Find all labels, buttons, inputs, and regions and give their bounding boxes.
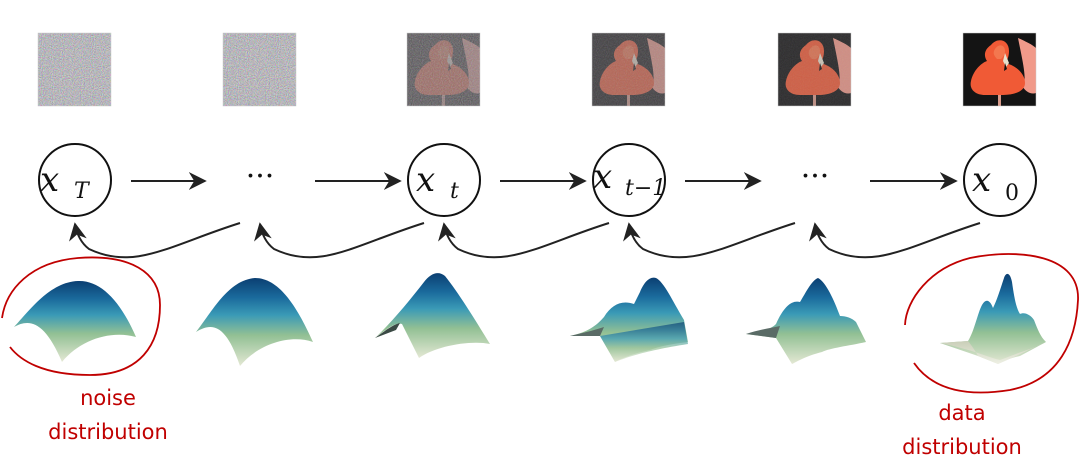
data-label-line2: distribution (902, 435, 1022, 459)
data-distribution-label: data distribution (902, 401, 1022, 459)
noise-distribution-label: noise distribution (48, 386, 168, 444)
surface-dots-1 (196, 278, 313, 366)
backward-arrows (69, 222, 981, 259)
noise-label-line2: distribution (48, 420, 168, 444)
thumbnail-xT (37, 32, 112, 107)
node-x-t: x t (407, 143, 481, 217)
data-distribution-loop (904, 253, 1079, 394)
node-x-t-base: x (416, 160, 435, 200)
thumbnail-dots2 (777, 32, 852, 107)
data-label-line1: data (938, 401, 985, 425)
node-x-0: x 0 (963, 143, 1037, 217)
node-x-T-subscript: T (74, 179, 91, 204)
backward-arrow-dots1-to-xT (69, 222, 241, 259)
node-x-T-base: x (40, 160, 59, 200)
ellipsis-1: ··· (246, 159, 275, 194)
surface-x-T (14, 280, 136, 362)
node-x-t-minus-1: x t−1 (592, 143, 666, 217)
backward-arrow-xt1-to-xt (438, 222, 610, 259)
thumbnail-dots1 (222, 32, 297, 107)
backward-arrow-xt-to-dots1 (254, 222, 425, 259)
surface-x-t-minus-1 (570, 277, 688, 362)
surface-x-0 (940, 273, 1046, 364)
surface-dots-2 (746, 278, 866, 364)
node-x-0-subscript: 0 (1005, 181, 1019, 206)
backward-arrow-dots2-to-xt1 (623, 222, 796, 259)
thumbnail-x0 (962, 32, 1037, 107)
node-x-t-minus-1-subscript: t−1 (625, 176, 666, 201)
ellipsis-2: ··· (801, 159, 830, 194)
surface-x-t (375, 273, 490, 358)
surfaces-row (14, 273, 1046, 366)
noise-label-line1: noise (80, 386, 136, 410)
backward-arrow-x0-to-dots2 (809, 222, 981, 259)
thumbnail-xt1 (591, 32, 666, 107)
node-x-t-minus-1-base: x (593, 157, 612, 197)
noise-distribution-loop (1, 256, 161, 376)
node-x-t-subscript: t (450, 179, 459, 204)
node-x-T: x T (38, 143, 112, 217)
thumbnail-xt (406, 32, 481, 107)
node-x-0-base: x (972, 160, 991, 200)
thumbnails-row (37, 32, 1037, 107)
